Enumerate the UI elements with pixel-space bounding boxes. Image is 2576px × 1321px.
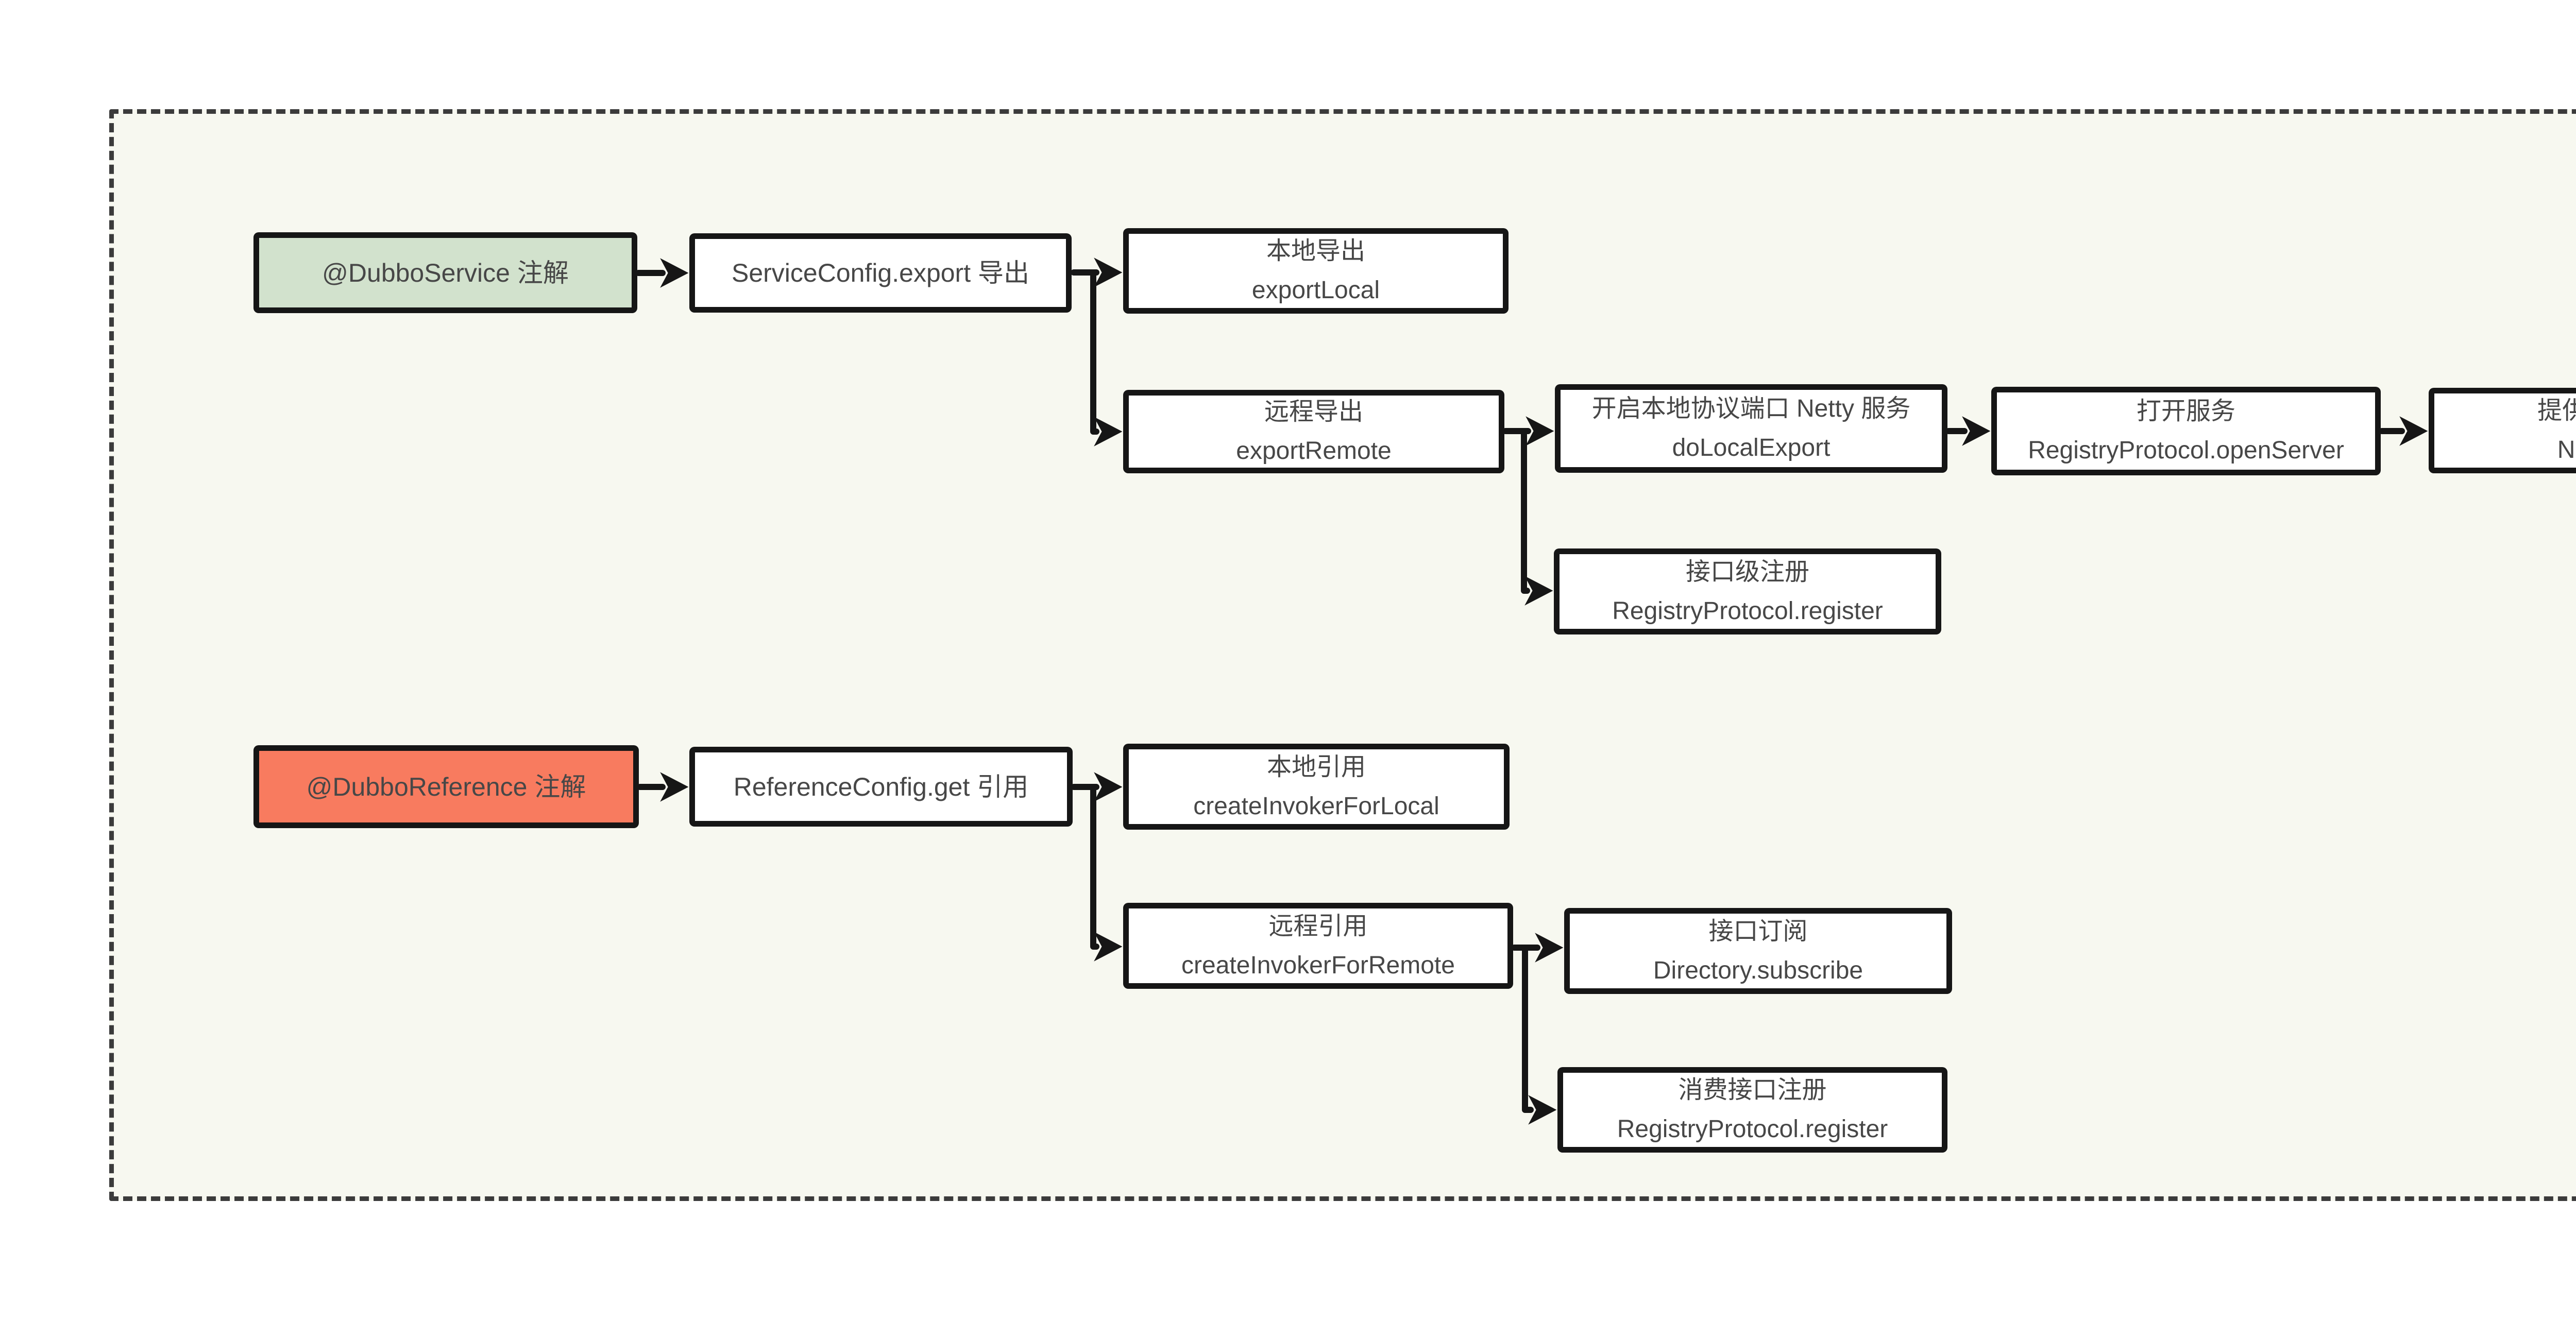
node-title: 远程导出 <box>1264 398 1363 425</box>
node-label: ServiceConfig.export 导出 <box>731 259 1029 287</box>
node-export-remote: 远程导出 exportRemote <box>1123 390 1504 473</box>
node-registry-open-server: 打开服务 RegistryProtocol.openServer <box>1991 387 2381 475</box>
node-serviceconfig-export: ServiceConfig.export 导出 <box>689 233 1072 313</box>
node-method: createInvokerForLocal <box>1193 792 1439 820</box>
node-title: 远程引用 <box>1268 912 1368 940</box>
node-dubbo-service-annotation: @DubboService 注解 <box>253 232 637 313</box>
node-method: doLocalExport <box>1672 434 1831 461</box>
node-method: createInvokerForRemote <box>1181 951 1455 979</box>
node-interface-register: 接口级注册 RegistryProtocol.register <box>1554 548 1941 634</box>
node-method: NettyServer <box>2557 436 2576 464</box>
node-label: @DubboReference 注解 <box>306 772 586 801</box>
node-title: 消费接口注册 <box>1678 1076 1827 1104</box>
node-title: 本地引用 <box>1266 753 1366 781</box>
node-create-invoker-for-local: 本地引用 createInvokerForLocal <box>1123 744 1510 830</box>
node-dubbo-reference-annotation: @DubboReference 注解 <box>253 745 639 828</box>
node-method: Directory.subscribe <box>1653 956 1863 984</box>
node-title: 打开服务 <box>2136 398 2235 425</box>
node-create-invoker-for-remote: 远程引用 createInvokerForRemote <box>1123 903 1513 989</box>
node-method: exportLocal <box>1251 277 1380 304</box>
node-title: 开启本地协议端口 Netty 服务 <box>1591 395 1911 422</box>
node-directory-subscribe: 接口订阅 Directory.subscribe <box>1564 908 1952 994</box>
node-title: 提供 Netty 服务 <box>2537 397 2576 424</box>
node-export-local: 本地导出 exportLocal <box>1123 228 1509 314</box>
node-label: ReferenceConfig.get 引用 <box>733 772 1029 801</box>
node-method: exportRemote <box>1236 437 1392 465</box>
node-method: RegistryProtocol.openServer <box>2028 437 2344 464</box>
node-referenceconfig-get: ReferenceConfig.get 引用 <box>689 747 1073 827</box>
node-label: @DubboService 注解 <box>322 258 569 287</box>
node-netty-server: 提供 Netty 服务 NettyServer <box>2429 388 2576 473</box>
node-method: RegistryProtocol.register <box>1612 597 1883 625</box>
node-title: 本地导出 <box>1266 237 1365 265</box>
node-method: RegistryProtocol.register <box>1617 1116 1888 1143</box>
node-consumer-register: 消费接口注册 RegistryProtocol.register <box>1557 1067 1947 1153</box>
node-title: 接口订阅 <box>1708 917 1808 945</box>
node-do-local-export: 开启本地协议端口 Netty 服务 doLocalExport <box>1555 384 1947 473</box>
node-title: 接口级注册 <box>1685 558 1809 586</box>
